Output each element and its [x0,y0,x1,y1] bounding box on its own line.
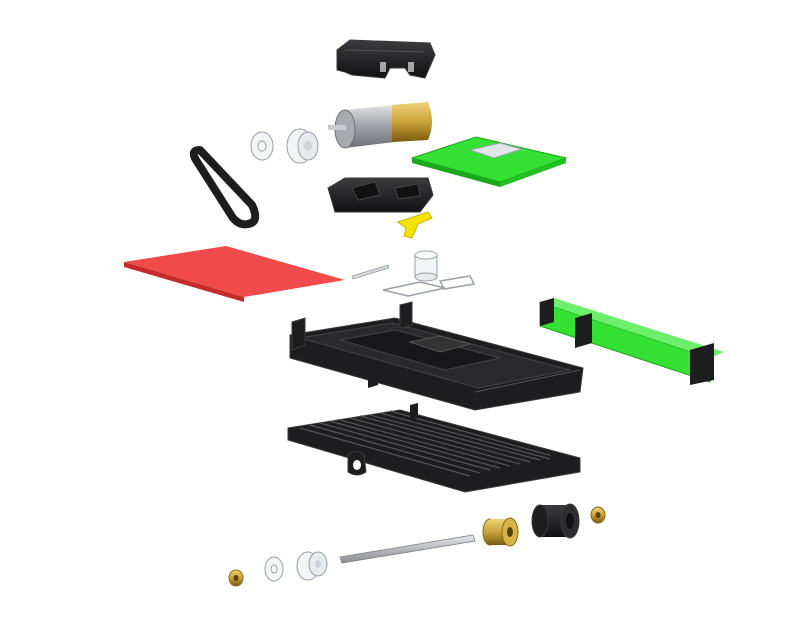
rubber-wheel [531,503,580,539]
washer [250,131,274,161]
yellow-spring-clip [396,211,433,239]
top-clip [336,39,436,79]
brass-nut-left [228,569,244,587]
brass-pulley [482,517,519,547]
red-panel [124,246,345,302]
brass-nut-right [590,506,606,524]
clear-frame [382,275,476,297]
spacer-sleeve [414,250,438,282]
gear-motor [328,102,432,149]
drive-pulley [286,128,319,164]
green-side-rail [539,298,724,385]
clear-pulley-left [296,551,328,581]
sensor-board [410,136,568,187]
clear-washer-left [264,556,284,582]
chassis-top [289,301,584,411]
chassis-base [287,403,581,493]
pin [351,264,390,280]
motor-mount [327,177,434,213]
drive-belt [189,146,260,229]
axle [339,534,476,564]
